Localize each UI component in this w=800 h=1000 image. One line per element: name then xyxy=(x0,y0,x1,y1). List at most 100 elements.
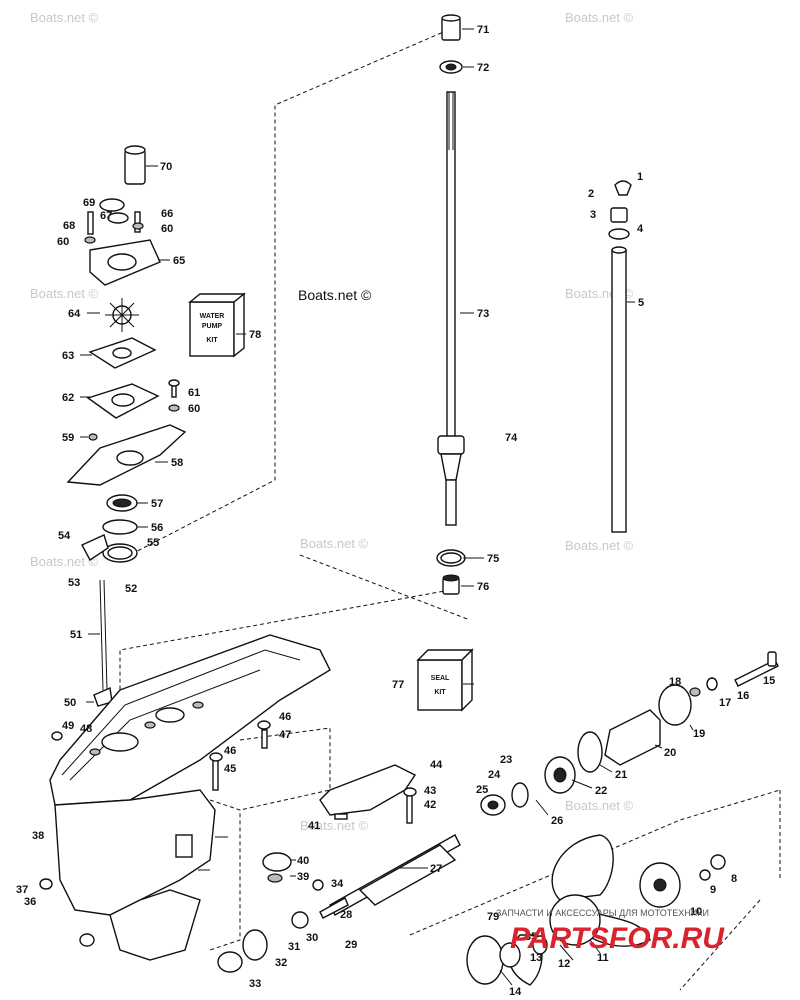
watermark: Boats.net © xyxy=(300,818,369,833)
part-number-label: 32 xyxy=(275,957,287,969)
watermarks: Boats.net © Boats.net © Boats.net © Boat… xyxy=(30,10,634,833)
watermark: Boats.net © xyxy=(565,538,634,553)
part-number-label: 69 xyxy=(83,197,95,209)
part-number-label: 9 xyxy=(710,884,716,896)
part-number-label: 24 xyxy=(488,769,501,781)
part-number-label: 12 xyxy=(558,958,570,970)
part-number-label: 13 xyxy=(530,952,542,964)
part-number-label: 55 xyxy=(147,537,159,549)
part-number-label: 40 xyxy=(297,855,309,867)
watermark: Boats.net © xyxy=(30,286,99,301)
part-number-label: 39 xyxy=(297,871,309,883)
watermark: Boats.net © xyxy=(565,10,634,25)
part-number-label: 35 xyxy=(525,931,537,943)
part-number-label: 62 xyxy=(62,392,74,404)
part-number-label: 78 xyxy=(249,329,261,341)
part-number-label: 29 xyxy=(345,939,357,951)
part-number-label: 1 xyxy=(637,171,643,183)
kit-label-line: WATER xyxy=(200,313,225,320)
part-number-label: 76 xyxy=(477,581,489,593)
part-number-label: 56 xyxy=(151,522,163,534)
part-number-label: 4 xyxy=(637,223,644,235)
part-number-label: 3 xyxy=(590,209,596,221)
part-number-label: 60 xyxy=(188,403,200,415)
part-number-label: 73 xyxy=(477,308,489,320)
propeller-shaft-assembly xyxy=(217,651,779,973)
part-number-label: 61 xyxy=(188,387,200,399)
part-number-label: 68 xyxy=(63,220,75,232)
leader-lines xyxy=(80,28,694,986)
part-number-label: 19 xyxy=(693,728,705,740)
part-number-label: 23 xyxy=(500,754,512,766)
seal-kit-box: SEAL KIT xyxy=(416,648,474,712)
watermark: Boats.net © xyxy=(565,798,634,813)
part-number-label: 16 xyxy=(737,690,749,702)
part-number-label: 10 xyxy=(690,906,702,918)
watermark: Boats.net © xyxy=(300,536,369,551)
part-number-label: 52 xyxy=(125,583,137,595)
water-pump-kit-box: WATER PUMP KIT xyxy=(188,292,246,358)
brand-watermark: ЗАПЧАСТИ И АКСЕССУАРЫ ДЛЯ МОТОТЕХНИКИ PA… xyxy=(496,908,725,955)
part-number-label: 8 xyxy=(731,873,737,885)
part-number-label: 67 xyxy=(100,210,112,222)
part-number-label: 45 xyxy=(224,763,236,775)
part-number-label: 15 xyxy=(763,675,775,687)
part-number-label: 14 xyxy=(509,986,522,998)
kit-label-line: SEAL xyxy=(431,675,450,682)
part-number-label: 28 xyxy=(340,909,352,921)
part-number-label: 75 xyxy=(487,553,499,565)
part-number-label: 21 xyxy=(615,769,627,781)
watermark: Boats.net © xyxy=(30,554,99,569)
part-number-label: 11 xyxy=(597,952,609,964)
part-number-label: 5 xyxy=(638,297,644,309)
kit-label-line: PUMP xyxy=(202,323,223,330)
part-number-label: 60 xyxy=(57,236,69,248)
watermark-main: Boats.net © xyxy=(298,287,372,303)
part-number-label: 74 xyxy=(505,432,518,444)
part-number-label: 51 xyxy=(70,629,82,641)
part-number-label: 37 xyxy=(16,884,28,896)
part-number-label: 70 xyxy=(160,161,172,173)
impeller xyxy=(105,298,139,332)
fasteners xyxy=(39,720,417,947)
part-number-label: 26 xyxy=(551,815,563,827)
part-number-label: 60 xyxy=(161,223,173,235)
part-number-label: 77 xyxy=(392,679,404,691)
part-number-label: 41 xyxy=(308,820,320,832)
propeller xyxy=(466,834,726,986)
part-number-labels: 71 72 70 1 2 3 4 5 69 67 66 68 60 60 65 … xyxy=(16,24,775,998)
part-number-label: 20 xyxy=(664,747,676,759)
part-number-label: 46 xyxy=(279,711,291,723)
part-number-label: 46 xyxy=(224,745,236,757)
part-number-label: 18 xyxy=(669,676,681,688)
part-number-label: 65 xyxy=(173,255,185,267)
part-number-label: 33 xyxy=(249,978,261,990)
part-number-label: 59 xyxy=(62,432,74,444)
part-number-label: 53 xyxy=(68,577,80,589)
kit-label-line: KIT xyxy=(434,689,446,696)
water-pump-assembly xyxy=(66,145,187,563)
footer-tagline: ЗАПЧАСТИ И АКСЕССУАРЫ ДЛЯ МОТОТЕХНИКИ xyxy=(496,908,709,918)
part-number-label: 79 xyxy=(487,911,499,923)
part-number-label: 50 xyxy=(64,697,76,709)
part-number-label: 54 xyxy=(58,530,71,542)
part-number-label: 44 xyxy=(430,759,443,771)
part-number-label: 27 xyxy=(430,863,442,875)
part-number-label: 38 xyxy=(32,830,44,842)
part-number-label: 72 xyxy=(477,62,489,74)
part-number-label: 22 xyxy=(595,785,607,797)
part-number-label: 48 xyxy=(80,723,92,735)
part-number-label: 31 xyxy=(288,941,300,953)
part-number-label: 43 xyxy=(424,785,436,797)
gear-housing xyxy=(49,634,417,961)
part-number-label: 47 xyxy=(279,729,291,741)
part-number-label: 25 xyxy=(476,784,488,796)
part-number-label: 71 xyxy=(477,24,489,36)
part-number-label: 42 xyxy=(424,799,436,811)
part-number-label: 17 xyxy=(719,697,731,709)
part-number-label: 58 xyxy=(171,457,183,469)
part-number-label: 63 xyxy=(62,350,74,362)
part-number-label: 2 xyxy=(588,188,594,200)
assembly-guide-lines xyxy=(119,29,781,991)
